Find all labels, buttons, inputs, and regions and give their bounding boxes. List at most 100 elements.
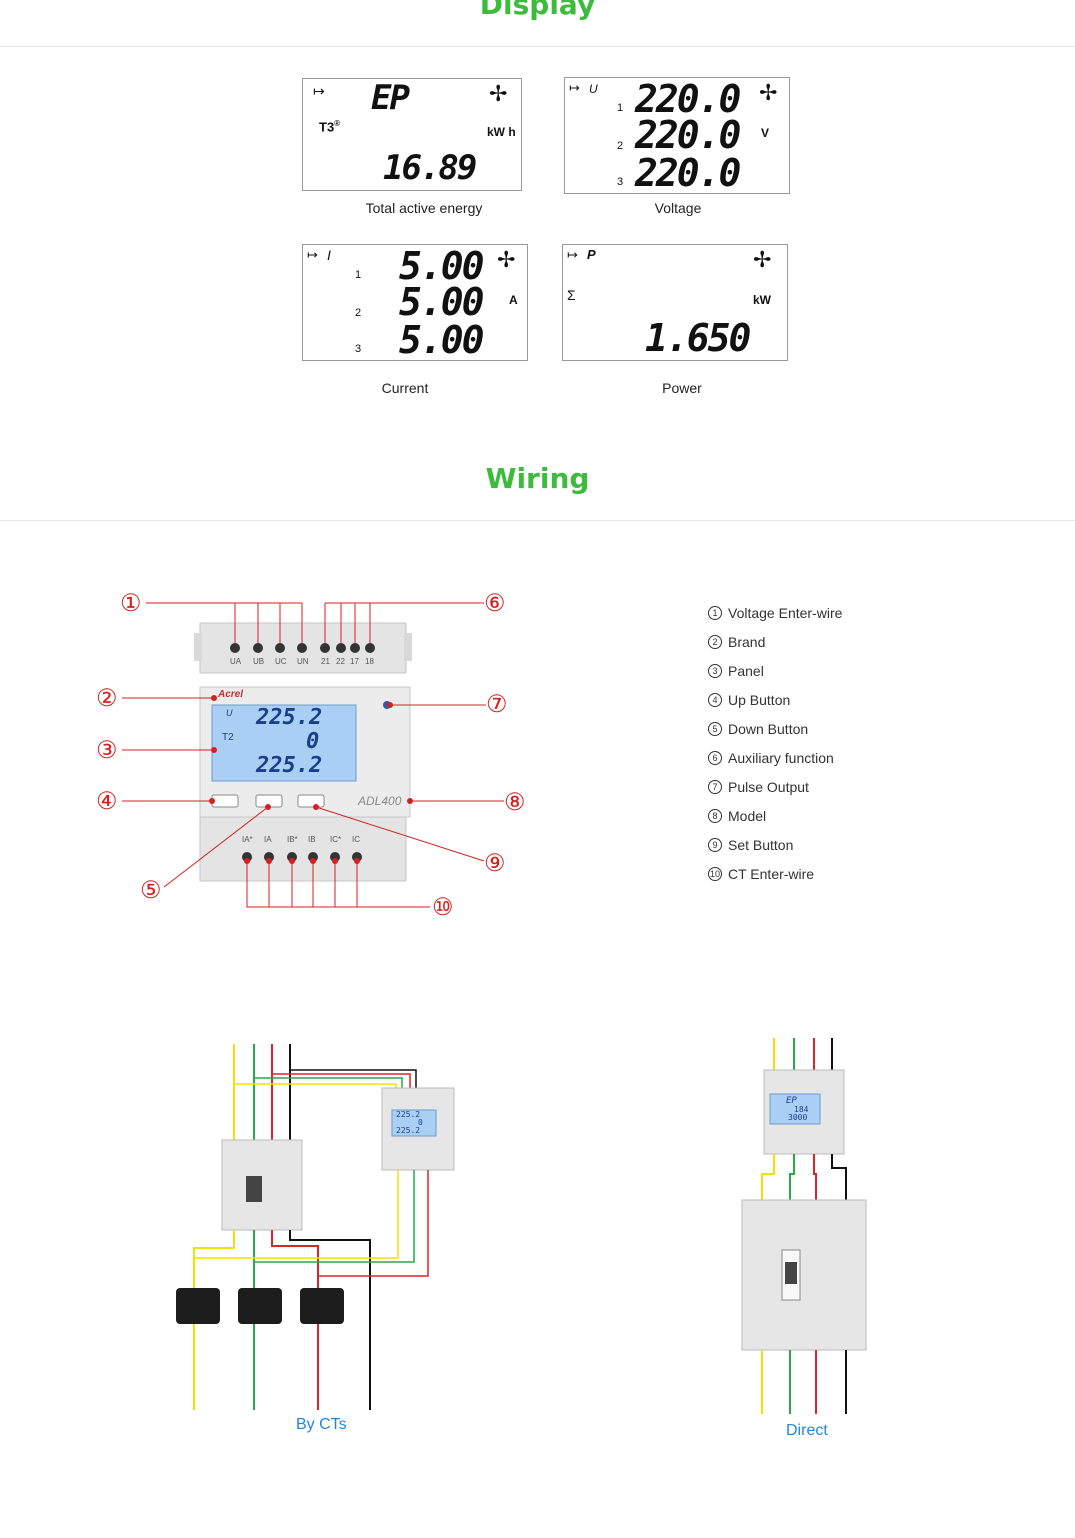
terminal-label: IA bbox=[264, 835, 272, 844]
direct-meter-row-2: 3000 bbox=[788, 1113, 808, 1122]
current-row-3: 5.00 bbox=[399, 318, 485, 362]
lcd-row-2: 0 bbox=[306, 729, 320, 754]
callout-3: ③ bbox=[96, 737, 118, 764]
direct-wiring-illustration bbox=[741, 1038, 867, 1414]
legend-label: Set Button bbox=[728, 836, 794, 853]
terminal-label: UN bbox=[297, 657, 309, 666]
display-title: Display bbox=[479, 0, 596, 21]
terminal-label: 22 bbox=[336, 657, 345, 666]
current-row-2: 5.00 bbox=[399, 280, 485, 324]
energy-unit: kW h bbox=[487, 125, 516, 139]
legend-label: Up Button bbox=[728, 691, 791, 708]
legend-number: 3 bbox=[708, 663, 722, 678]
lcd-energy: ↦ EP ✢ T3® kW h 16.89 bbox=[302, 78, 522, 191]
legend-label: CT Enter-wire bbox=[728, 865, 815, 882]
legend-number: 7 bbox=[708, 779, 722, 794]
lcd-voltage: ↦ U ✢ 1 2 3 220.0 220.0 220.0 V bbox=[564, 77, 790, 194]
divider bbox=[0, 46, 1075, 47]
caption-power: Power bbox=[662, 380, 702, 396]
legend-number: 9 bbox=[708, 837, 722, 852]
arrow-icon: ↦ bbox=[569, 80, 580, 95]
energy-code: EP bbox=[371, 78, 410, 118]
legend-item: 9 Set Button bbox=[708, 830, 842, 859]
power-symbol: P bbox=[587, 247, 596, 262]
lcd-current: ↦ I ✢ 1 2 3 5.00 5.00 5.00 A bbox=[302, 244, 528, 361]
lcd-symbol: U bbox=[226, 708, 233, 718]
legend-number: 2 bbox=[708, 634, 722, 649]
direct-meter-code: EP bbox=[786, 1096, 797, 1106]
caption-energy: Total active energy bbox=[365, 200, 483, 216]
terminal-label: 18 bbox=[365, 657, 374, 666]
terminal-label: UA bbox=[230, 657, 242, 666]
terminal-label: UC bbox=[275, 657, 287, 666]
arrow-icon: ↦ bbox=[567, 247, 578, 262]
phase-3: 3 bbox=[617, 176, 624, 188]
direct-wiring-diagram: EP 184 3000 Direct bbox=[730, 1036, 880, 1446]
terminal-label: 21 bbox=[321, 657, 330, 666]
arrow-icon: ↦ bbox=[307, 247, 318, 262]
legend-number: 1 bbox=[708, 605, 722, 620]
voltage-row-1: 220.0 bbox=[635, 77, 741, 121]
callout-1: ① bbox=[120, 590, 142, 617]
divider bbox=[0, 520, 1075, 521]
phase-1: 1 bbox=[355, 269, 362, 281]
wiring-title: Wiring bbox=[485, 462, 590, 495]
voltage-row-3: 220.0 bbox=[635, 151, 741, 195]
legend-number: 4 bbox=[708, 692, 722, 707]
phase-2: 2 bbox=[617, 140, 624, 152]
current-symbol: I bbox=[327, 247, 331, 263]
terminal-label: IC* bbox=[330, 835, 342, 844]
quadrant-icon: ✢ bbox=[489, 81, 508, 106]
callout-9: ⑨ bbox=[484, 850, 506, 877]
meter-model: ADL400 bbox=[358, 794, 402, 808]
callout-2: ② bbox=[96, 685, 118, 712]
lcd-row-1: 225.2 bbox=[256, 705, 323, 730]
voltage-unit: V bbox=[761, 126, 770, 140]
arrow-icon: ↦ bbox=[313, 83, 325, 99]
ct-meter-row-2: 0 bbox=[418, 1118, 423, 1127]
legend-item: 1 Voltage Enter-wire bbox=[708, 598, 842, 627]
ct-label: By CTs bbox=[296, 1416, 347, 1433]
quadrant-icon: ✢ bbox=[759, 80, 778, 105]
caption-voltage: Voltage bbox=[654, 200, 702, 216]
current-unit: A bbox=[509, 293, 518, 307]
legend-item: 5 Down Button bbox=[708, 714, 842, 743]
ct-wiring-illustration bbox=[176, 1044, 455, 1410]
legend-label: Model bbox=[728, 807, 767, 824]
callout-5: ⑤ bbox=[140, 877, 162, 904]
ct-wiring-diagram: 225.2 0 225.2 By CTs bbox=[170, 1040, 470, 1440]
callout-10: ⑩ bbox=[432, 894, 454, 921]
callout-4: ④ bbox=[96, 788, 118, 815]
terminal-label: IB* bbox=[287, 835, 298, 844]
callout-6: ⑥ bbox=[484, 590, 506, 617]
terminal-label: IB bbox=[308, 835, 316, 844]
sigma-symbol: Σ bbox=[567, 287, 576, 303]
terminal-label: IC bbox=[352, 835, 360, 844]
energy-value: 16.89 bbox=[383, 148, 477, 188]
phase-2: 2 bbox=[355, 307, 362, 319]
legend-number: 5 bbox=[708, 721, 722, 736]
meter-callout-diagram: UA UB UC UN 21 22 17 18 IA* IA IB* IB IC… bbox=[90, 585, 550, 925]
power-value: 1.650 bbox=[645, 316, 751, 360]
meter-illustration bbox=[122, 602, 504, 908]
current-row-1: 5.00 bbox=[399, 244, 485, 288]
caption-current: Current bbox=[381, 380, 429, 396]
legend-label: Down Button bbox=[728, 720, 809, 737]
lcd-row-3: 225.2 bbox=[256, 753, 323, 778]
ct-meter-row-1: 225.2 bbox=[396, 1110, 421, 1119]
terminal-label: 17 bbox=[350, 657, 359, 666]
direct-meter-row-1: 184 bbox=[794, 1105, 809, 1114]
direct-label: Direct bbox=[786, 1422, 828, 1439]
legend-number: 8 bbox=[708, 808, 722, 823]
lcd-power: ↦ P ✢ Σ kW 1.650 bbox=[562, 244, 788, 361]
legend-label: Voltage Enter-wire bbox=[728, 604, 843, 621]
ct-meter-row-3: 225.2 bbox=[396, 1126, 421, 1135]
callout-8: ⑧ bbox=[504, 789, 526, 816]
legend-number: 6 bbox=[708, 750, 722, 765]
callout-7: ⑦ bbox=[486, 691, 508, 718]
